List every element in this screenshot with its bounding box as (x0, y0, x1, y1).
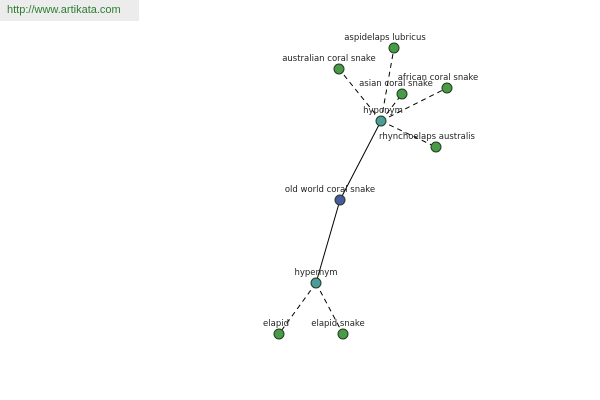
edge-hypernym-elapid_snake (315, 282, 344, 335)
node-elapid-snake[interactable] (337, 328, 349, 340)
label-elapid-snake[interactable]: elapid snake (311, 319, 365, 329)
node-rhynchoelaps[interactable] (430, 141, 442, 153)
node-center[interactable] (334, 194, 346, 206)
node-elapid[interactable] (273, 328, 285, 340)
label-hyponym[interactable]: hyponym (363, 106, 403, 116)
node-australian[interactable] (333, 63, 345, 75)
edge-hyponym-african (380, 87, 448, 122)
labels-layer: old world coral snake hyponym hypernym aspi… (263, 33, 478, 329)
label-rhynchoelaps[interactable]: rhynchoelaps australis (379, 132, 476, 142)
edge-hyponym-aspidelaps (380, 47, 395, 122)
label-aspidelaps[interactable]: aspidelaps lubricus (344, 33, 426, 43)
node-hyponym[interactable] (375, 115, 387, 127)
edges-layer (278, 47, 448, 335)
node-hypernym[interactable] (310, 277, 322, 289)
edge-hyponym-australian (338, 68, 382, 122)
edge-hypernym-elapid (278, 282, 317, 335)
watermark-link[interactable]: http://www.artikata.com (0, 0, 139, 21)
label-center[interactable]: old world coral snake (285, 185, 375, 195)
label-asian[interactable]: asian coral snake (359, 79, 433, 89)
edge-hyponym-asian (380, 93, 403, 122)
edge-hyponym-rhynchoelaps (380, 120, 437, 148)
node-asian[interactable] (396, 88, 408, 100)
nodes-layer (273, 42, 453, 340)
label-elapid[interactable]: elapid (263, 319, 289, 329)
label-australian[interactable]: australian coral snake (282, 54, 376, 64)
label-african[interactable]: african coral snake (398, 73, 479, 83)
node-aspidelaps[interactable] (388, 42, 400, 54)
node-african[interactable] (441, 82, 453, 94)
edge-center-hyponym (339, 120, 382, 201)
edge-center-hypernym (315, 199, 341, 284)
label-hypernym[interactable]: hypernym (294, 268, 337, 278)
